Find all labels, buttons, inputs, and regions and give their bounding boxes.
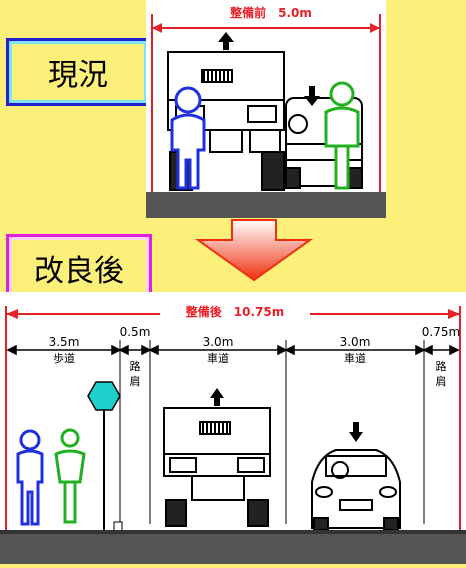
segment-name-lane-2: 車道 bbox=[344, 351, 366, 365]
segment-width-shoulder-right: 0.75m bbox=[422, 325, 460, 339]
segment-dimension-lines bbox=[6, 344, 460, 356]
improved-width-title: 整備後 10.75m bbox=[185, 304, 284, 319]
current-label-box: 現況 bbox=[6, 38, 150, 106]
svg-text:肩: 肩 bbox=[130, 374, 141, 388]
road-sign-icon bbox=[87, 381, 121, 532]
segment-width-lane-1: 3.0m bbox=[203, 335, 234, 349]
down-arrow-icon bbox=[304, 86, 320, 106]
pedestrian-icon bbox=[16, 429, 44, 526]
current-ground bbox=[146, 192, 386, 218]
car-icon bbox=[311, 449, 401, 531]
current-label: 現況 bbox=[48, 58, 108, 93]
improved-cross-section: 整備後 10.75m 3.5m 歩道 0.5m 路 肩 3.0m 車道 3.0m… bbox=[0, 292, 466, 564]
cyclist-icon bbox=[54, 428, 86, 524]
improved-ground bbox=[0, 530, 466, 564]
segment-width-lane-2: 3.0m bbox=[340, 335, 371, 349]
current-width-title: 整備前 5.0m bbox=[229, 5, 312, 20]
current-section-svg: 整備前 5.0m bbox=[146, 4, 386, 218]
current-cross-section: 整備前 5.0m bbox=[146, 0, 386, 218]
segment-name-lane-1: 車道 bbox=[207, 351, 229, 365]
truck-icon bbox=[163, 407, 271, 527]
cyclist-icon bbox=[324, 81, 360, 190]
segment-name-shoulder-right: 路 bbox=[436, 360, 447, 373]
down-arrow-icon bbox=[349, 422, 363, 442]
improved-label-box: 改良後 bbox=[6, 234, 152, 302]
segment-name-shoulder-left: 路 bbox=[130, 360, 141, 373]
svg-text:肩: 肩 bbox=[436, 374, 447, 388]
segment-width-shoulder-left: 0.5m bbox=[120, 325, 151, 339]
segment-name-sidewalk: 歩道 bbox=[53, 351, 75, 365]
improved-section-svg: 整備後 10.75m 3.5m 歩道 0.5m 路 肩 3.0m 車道 3.0m… bbox=[0, 304, 466, 564]
pedestrian-icon bbox=[170, 86, 206, 190]
up-arrow-icon bbox=[218, 32, 234, 50]
improved-label: 改良後 bbox=[34, 254, 124, 289]
up-arrow-icon bbox=[210, 388, 224, 406]
transition-arrow-icon bbox=[194, 219, 314, 282]
segment-width-sidewalk: 3.5m bbox=[49, 335, 80, 349]
